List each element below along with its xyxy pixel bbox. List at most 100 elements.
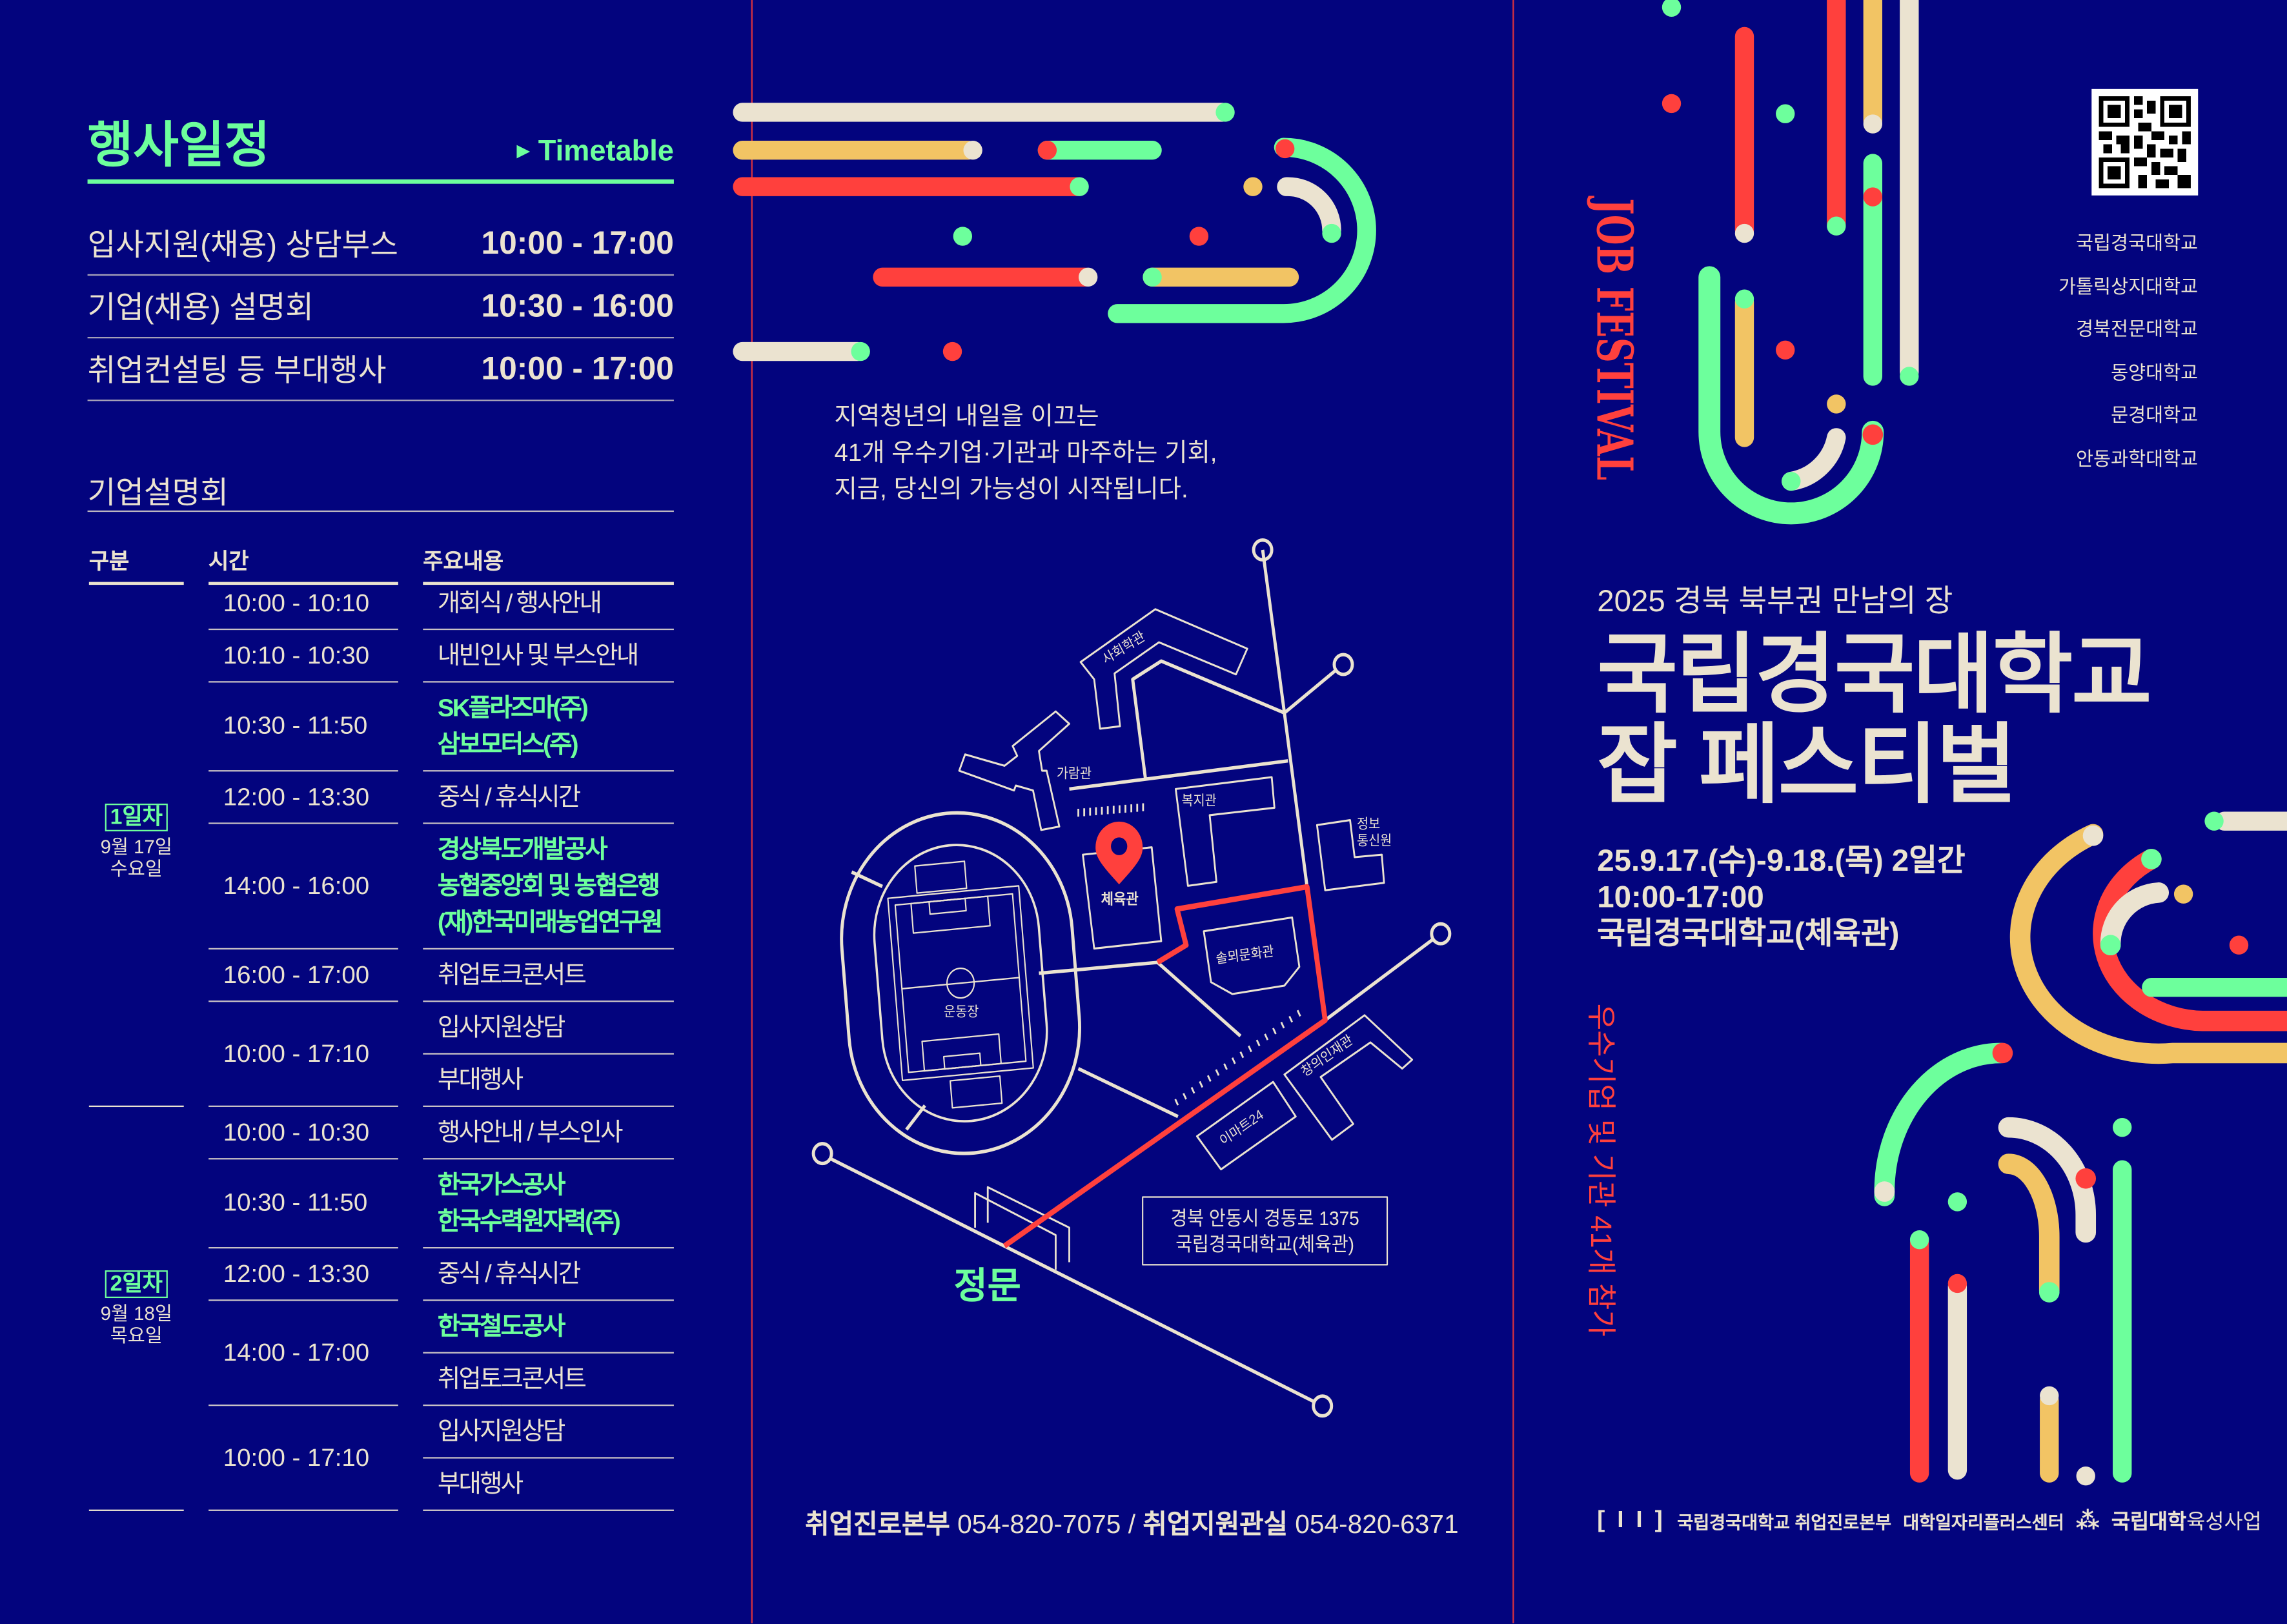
item-line: 삼보모터스(주) [437, 731, 579, 758]
university-item: 경북전문대학교 [2076, 318, 2199, 340]
event-title: 국립경국대학교 잡 페스티벌 [1597, 625, 2152, 811]
campus-map: 사회학관 가람관 복지관 정보 통신원 체육관 솔뫼문화관 운동장 창의인재관 … [812, 538, 1452, 1418]
session-items: 중식 / 휴식시간 [423, 771, 674, 824]
university-item: 문경대학교 [2111, 404, 2199, 427]
building-info [1316, 819, 1385, 891]
session-time: 10:00 - 17:10 [208, 1002, 398, 1108]
university-item: 가톨릭상지대학교 [2058, 275, 2199, 298]
contact-phone: 054-820-7075 [957, 1509, 1121, 1539]
session-items: SK플라즈마(주)삼보모터스(주) [423, 682, 674, 772]
roads [829, 549, 1434, 1404]
main-gate-label: 정문 [953, 1266, 1021, 1307]
logo-org: 국립경국대학교 취업진로본부 [1677, 1512, 1892, 1532]
building-social [1080, 608, 1249, 730]
item-line: 취업토크콘서트 [437, 1365, 587, 1393]
address-box: 경북 안동시 경동로 1375 국립경국대학교(체육관) [1142, 1196, 1388, 1266]
program-item: 중식 / 휴식시간 [423, 771, 674, 824]
contact-separator: / [1128, 1509, 1136, 1539]
logo-org: 국립대학 [2111, 1509, 2187, 1533]
label-garam: 가람관 [1057, 766, 1092, 782]
header-content: 주요내용 [423, 545, 674, 585]
item-line: (재)한국미래농업연구원 [437, 908, 663, 937]
schedule-label: 입사지원(채용) 상담부스 [87, 228, 398, 263]
item-line: 한국철도공사 [437, 1312, 565, 1341]
timetable-subtitle-text: Timetable [538, 136, 674, 168]
company-item: SK플라즈마(주)삼보모터스(주) [423, 682, 674, 772]
session-time: 10:30 - 11:50 [208, 682, 398, 772]
item-line: 중식 / 휴식시간 [437, 783, 581, 811]
session-time: 16:00 - 17:00 [208, 949, 398, 1002]
logo-org: 대학일자리플러스센터 [1903, 1512, 2064, 1532]
main-gate [974, 1192, 1057, 1270]
building-garam [959, 710, 1071, 831]
session-time: 10:00 - 17:10 [208, 1406, 398, 1511]
event-time: 10:00-17:00 [1597, 880, 1764, 915]
program-item: 개회식 / 행사안내 [423, 578, 674, 631]
day-badge: 2일차 [104, 1270, 168, 1299]
contact-phone: 054-820-6371 [1295, 1509, 1459, 1539]
address-line: 국립경국대학교(체육관) [1176, 1233, 1355, 1255]
item-line: 중식 / 휴식시간 [437, 1260, 581, 1288]
session-items: 행사안내 / 부스인사 [423, 1107, 674, 1160]
qr-code[interactable] [2091, 88, 2199, 196]
label-welfare: 복지관 [1182, 793, 1217, 809]
program-item: 내빈인사 및 부스안내 [423, 630, 674, 683]
item-line: 입사지원상담 [437, 1417, 565, 1446]
panel-divider [1512, 0, 1514, 1623]
building-creative [1283, 1014, 1414, 1141]
table-row: 12:00 - 13:30 중식 / 휴식시간 [208, 771, 674, 824]
event-subtitle: 2025 경북 북부권 만남의 장 [1597, 585, 1953, 619]
item-line: 경상북도개발공사 [437, 835, 608, 864]
event-date: 25.9.17.(수)-9.18.(목) 2일간 [1597, 844, 1966, 878]
briefing-title: 기업설명회 [87, 476, 229, 511]
university-item: 동양대학교 [2111, 361, 2199, 383]
item-line: 행사안내 / 부스인사 [437, 1119, 624, 1147]
label-info2: 통신원 [1357, 833, 1392, 849]
university-item: 국립경국대학교 [2076, 232, 2199, 254]
contact-dept: 취업진로본부 [805, 1509, 950, 1539]
address-line: 경북 안동시 경동로 1375 [1171, 1208, 1359, 1230]
route-line [1003, 884, 1328, 1248]
building-store [1196, 1081, 1297, 1171]
intro-line: 지금, 당신의 가능성이 시작됩니다. [834, 475, 1188, 503]
event-title-line: 국립경국대학교 [1597, 625, 2152, 724]
day-date: 9월 18일 [100, 1302, 172, 1325]
day-weekday: 목요일 [110, 1324, 163, 1346]
participants-note: 우수기업 및 기관 41개 참가 [1583, 1003, 1616, 1337]
contact-dept: 취업지원관실 [1143, 1509, 1288, 1539]
session-time: 12:00 - 13:30 [208, 771, 398, 824]
item-line: 한국가스공사 [437, 1171, 565, 1199]
company-item: 한국철도공사 [423, 1301, 674, 1354]
timetable-title: 행사일정 [87, 118, 270, 174]
item-line: 개회식 / 행사안내 [437, 589, 602, 617]
label-social: 사회학관 [1100, 629, 1148, 667]
qr-code-icon [2099, 96, 2191, 188]
session-time: 10:00 - 10:30 [208, 1107, 398, 1160]
map-nodes[interactable] [812, 538, 1452, 1418]
session-time: 14:00 - 17:00 [208, 1301, 398, 1406]
table-row: 16:00 - 17:00 취업토크콘서트 [208, 949, 674, 1002]
item-line: 취업토크콘서트 [437, 961, 587, 990]
header-time: 시간 [208, 545, 398, 585]
item-line: 농협중앙회 및 농협은행 [437, 872, 660, 900]
session-items: 취업토크콘서트 [423, 949, 674, 1002]
program-item: 부대행사 [423, 1459, 674, 1511]
item-line: 부대행사 [437, 1470, 523, 1498]
